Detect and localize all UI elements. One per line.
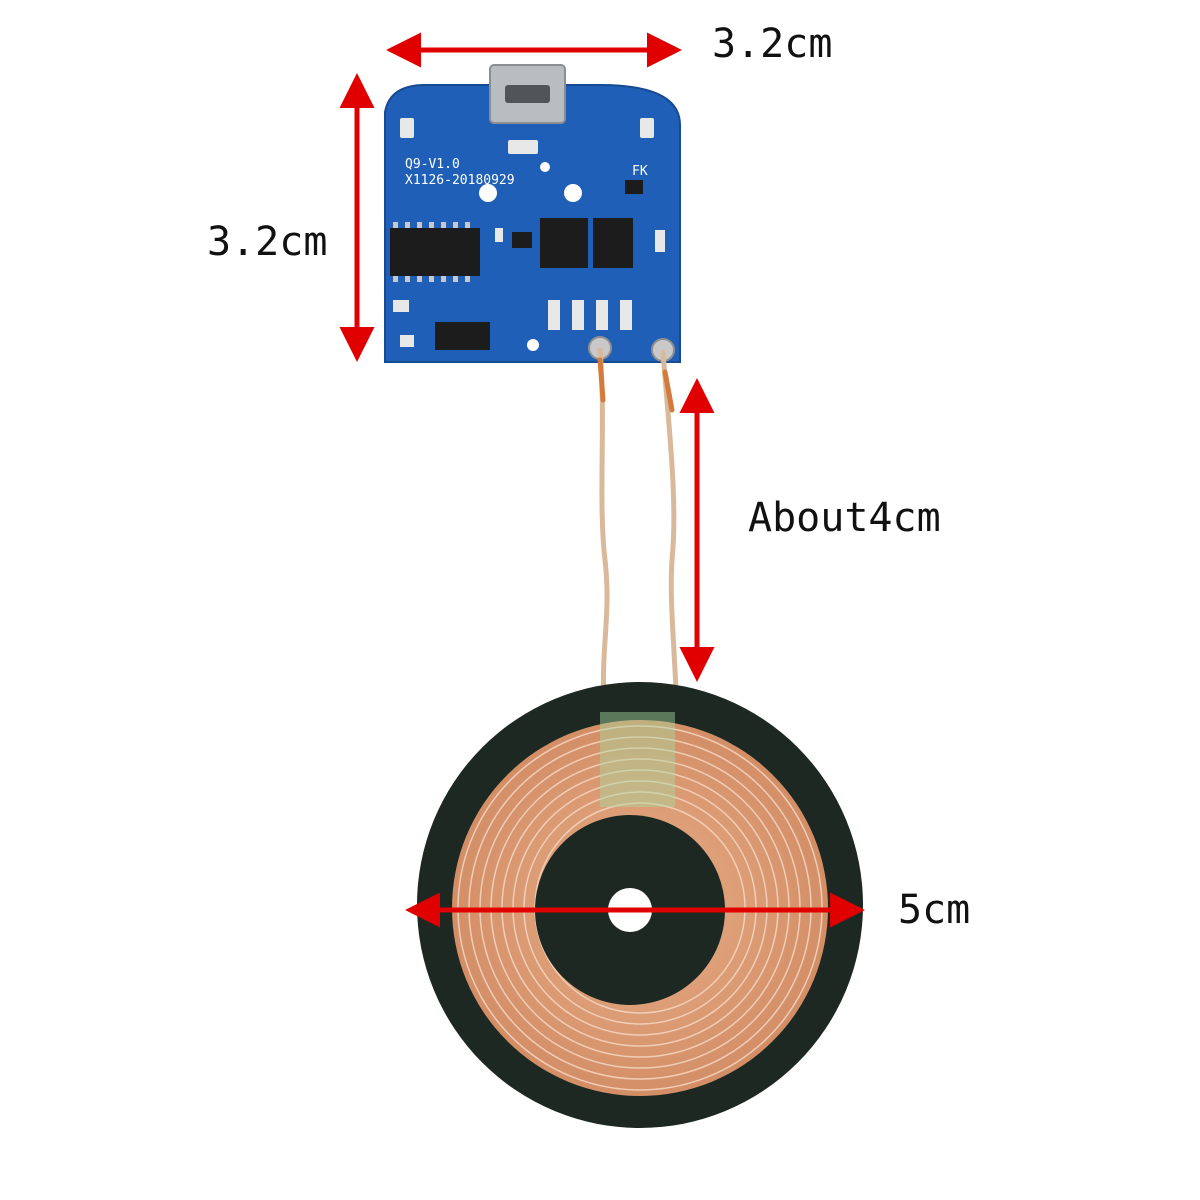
coil-diameter-label: 5cm	[898, 887, 971, 933]
chip-ic-3	[593, 218, 633, 268]
board-date-marking: X1126-20180929	[405, 173, 515, 188]
board-height-label: 3.2cm	[207, 219, 328, 265]
charging-coil	[417, 682, 863, 1128]
pcb-board: Q9-V1.0 X1126-20180929 FK	[384, 64, 681, 363]
chip-ic-2	[540, 218, 588, 268]
dimension-arrows	[339, 32, 865, 928]
board-model-marking: Q9-V1.0	[405, 157, 460, 172]
wire-length-label: About4cm	[748, 495, 941, 541]
board-brand-marking: FK	[632, 164, 648, 179]
board-width-label: 3.2cm	[712, 21, 833, 67]
chip-ic-1	[390, 228, 480, 276]
